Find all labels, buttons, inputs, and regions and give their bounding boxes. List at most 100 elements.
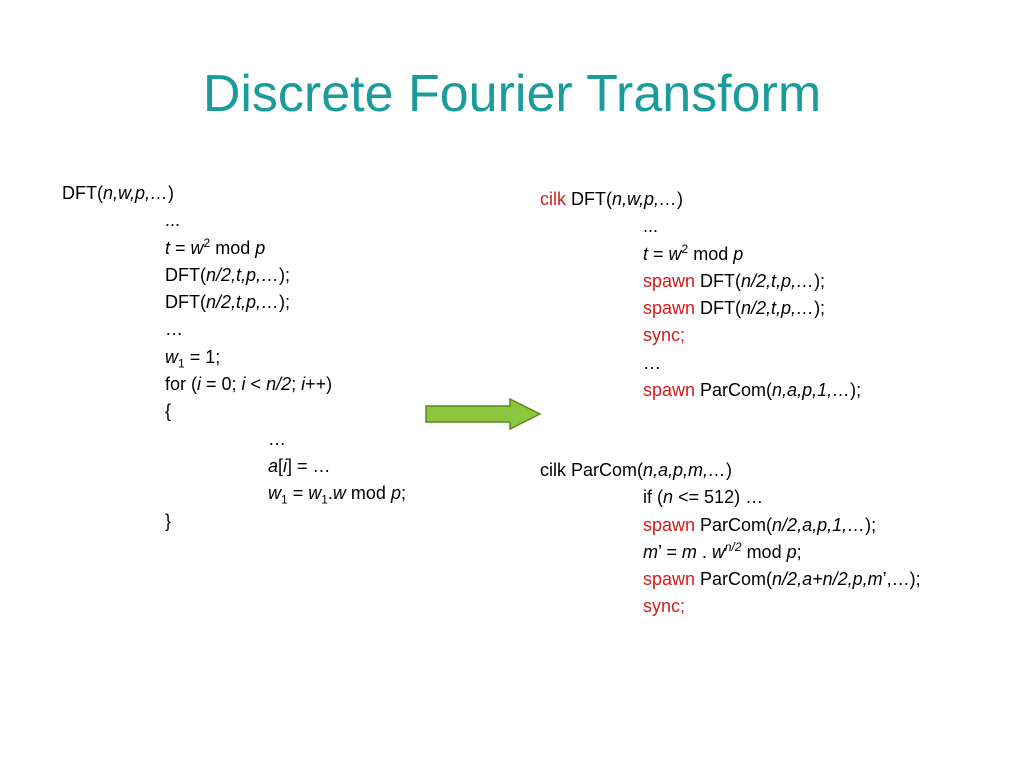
code-text: ; (796, 541, 802, 562)
code-text: w (332, 483, 346, 504)
slide-title: Discrete Fourier Transform (202, 65, 822, 123)
code-text: p (255, 237, 266, 258)
code-line: spawn DFT(n/2,t,p,…); (540, 268, 861, 295)
code-text: ) (677, 189, 684, 209)
code-line: t = w2 mod p (540, 241, 861, 268)
code-text: ); (850, 380, 862, 401)
code-text: [ (278, 455, 284, 476)
code-text: = 1; (184, 346, 221, 367)
code-text: p (390, 483, 401, 504)
code-line: if (n <= 512) … (540, 484, 921, 511)
code-text: mod (741, 541, 787, 562)
code-text: n/2,t,p,… (741, 270, 815, 291)
code-text: = (287, 483, 309, 504)
code-text: 2 (681, 241, 689, 256)
code-text: ParCom( (695, 514, 773, 535)
cilk-parcom-code: cilk ParCom(n,a,p,m,…) if (n <= 512) … s… (540, 457, 921, 621)
code-line: ... (540, 213, 861, 240)
code-text: ) (168, 183, 175, 203)
code-text: 1 (281, 492, 288, 507)
keyword-text: spawn (643, 298, 696, 319)
code-text: ); (279, 292, 291, 313)
code-line: DFT(n,w,p,…) (62, 180, 406, 207)
code-text: w (711, 541, 725, 562)
code-text: DFT( (566, 189, 612, 209)
code-text: 1 (178, 356, 185, 371)
code-text: <= 512) … (673, 487, 764, 508)
code-text: = (648, 243, 669, 264)
code-line: sync; (540, 593, 921, 620)
code-text: if ( (643, 487, 663, 508)
code-line: cilk ParCom(n,a,p,m,…) (540, 457, 921, 484)
code-text: ... (643, 216, 659, 237)
serial-dft-code: DFT(n,w,p,…) ... t = w2 mod p DFT(n/2,t,… (62, 180, 406, 535)
code-text: w (668, 243, 682, 264)
code-line: sync; (540, 322, 861, 349)
code-line: cilk DFT(n,w,p,…) (540, 186, 861, 213)
code-text: ... (165, 210, 181, 231)
right-arrow-icon (425, 398, 542, 430)
code-text: DFT( (695, 270, 742, 291)
code-text: p (786, 541, 797, 562)
code-text: n,w,p,… (611, 189, 678, 209)
code-text: m (643, 541, 658, 562)
code-text: n,a,p,m,… (643, 460, 727, 480)
code-line: … (62, 316, 406, 343)
code-text: … (643, 352, 661, 373)
code-text: a (268, 455, 279, 476)
code-text: i (241, 374, 246, 395)
code-text: ); (865, 514, 877, 535)
code-text: t (165, 237, 171, 258)
keyword-text: cilk (540, 189, 566, 209)
code-text: n,a,p,1,… (772, 380, 851, 401)
code-line: DFT(n/2,t,p,…); (62, 262, 406, 289)
code-line: m’ = m . wn/2 mod p; (540, 539, 921, 566)
code-text: i (283, 455, 288, 476)
code-line: a[i] = … (62, 453, 406, 480)
code-text: … (165, 319, 183, 340)
code-text: . (696, 541, 712, 562)
code-text: w (190, 237, 204, 258)
cilk-dft-code: cilk DFT(n,w,p,…) ... t = w2 mod p spawn… (540, 186, 861, 404)
code-text: DFT( (165, 264, 206, 285)
code-text: n/2,a,p,1,… (772, 514, 866, 535)
code-text: m (681, 541, 697, 562)
code-text: ] = … (287, 455, 331, 476)
code-text: 2 (203, 235, 211, 250)
code-text: n/2,t,p,… (205, 264, 280, 285)
code-text: n (663, 487, 674, 508)
code-text: n/2 (266, 374, 292, 395)
code-line: } (62, 508, 406, 535)
keyword-text: spawn (643, 569, 696, 590)
keyword-text: spawn (643, 380, 696, 401)
code-text: t (643, 243, 649, 264)
code-text: n/2,a+n/2,p,m (772, 569, 883, 590)
code-text: mod (210, 237, 256, 258)
code-text: ParCom( (695, 380, 773, 401)
code-line: … (540, 350, 861, 377)
code-text: = 0; (201, 374, 242, 395)
code-line: spawn DFT(n/2,t,p,…); (540, 295, 861, 322)
code-text: < (245, 374, 267, 395)
code-line: { (62, 398, 406, 425)
code-line: spawn ParCom(n,a,p,1,…); (540, 377, 861, 404)
code-text: n/2,t,p,… (741, 298, 815, 319)
keyword-text: spawn (643, 514, 696, 535)
code-text: for ( (165, 374, 198, 395)
code-text: i (301, 374, 306, 395)
code-line: DFT(n/2,t,p,…); (62, 289, 406, 316)
keyword-text: sync; (643, 325, 686, 346)
code-line: … (62, 426, 406, 453)
code-text: n/2 (724, 539, 742, 554)
code-text: ); (814, 270, 826, 291)
code-text: DFT( (62, 183, 103, 203)
code-line: spawn ParCom(n/2,a,p,1,…); (540, 512, 921, 539)
code-text: cilk ParCom( (540, 460, 644, 480)
code-text: … (268, 428, 286, 449)
code-text: i (197, 374, 202, 395)
code-text: ++) (305, 374, 333, 395)
code-text: n/2,t,p,… (205, 292, 280, 313)
code-text: p (733, 243, 744, 264)
code-text: ; (400, 483, 406, 504)
code-text: n,w,p,… (102, 183, 169, 203)
